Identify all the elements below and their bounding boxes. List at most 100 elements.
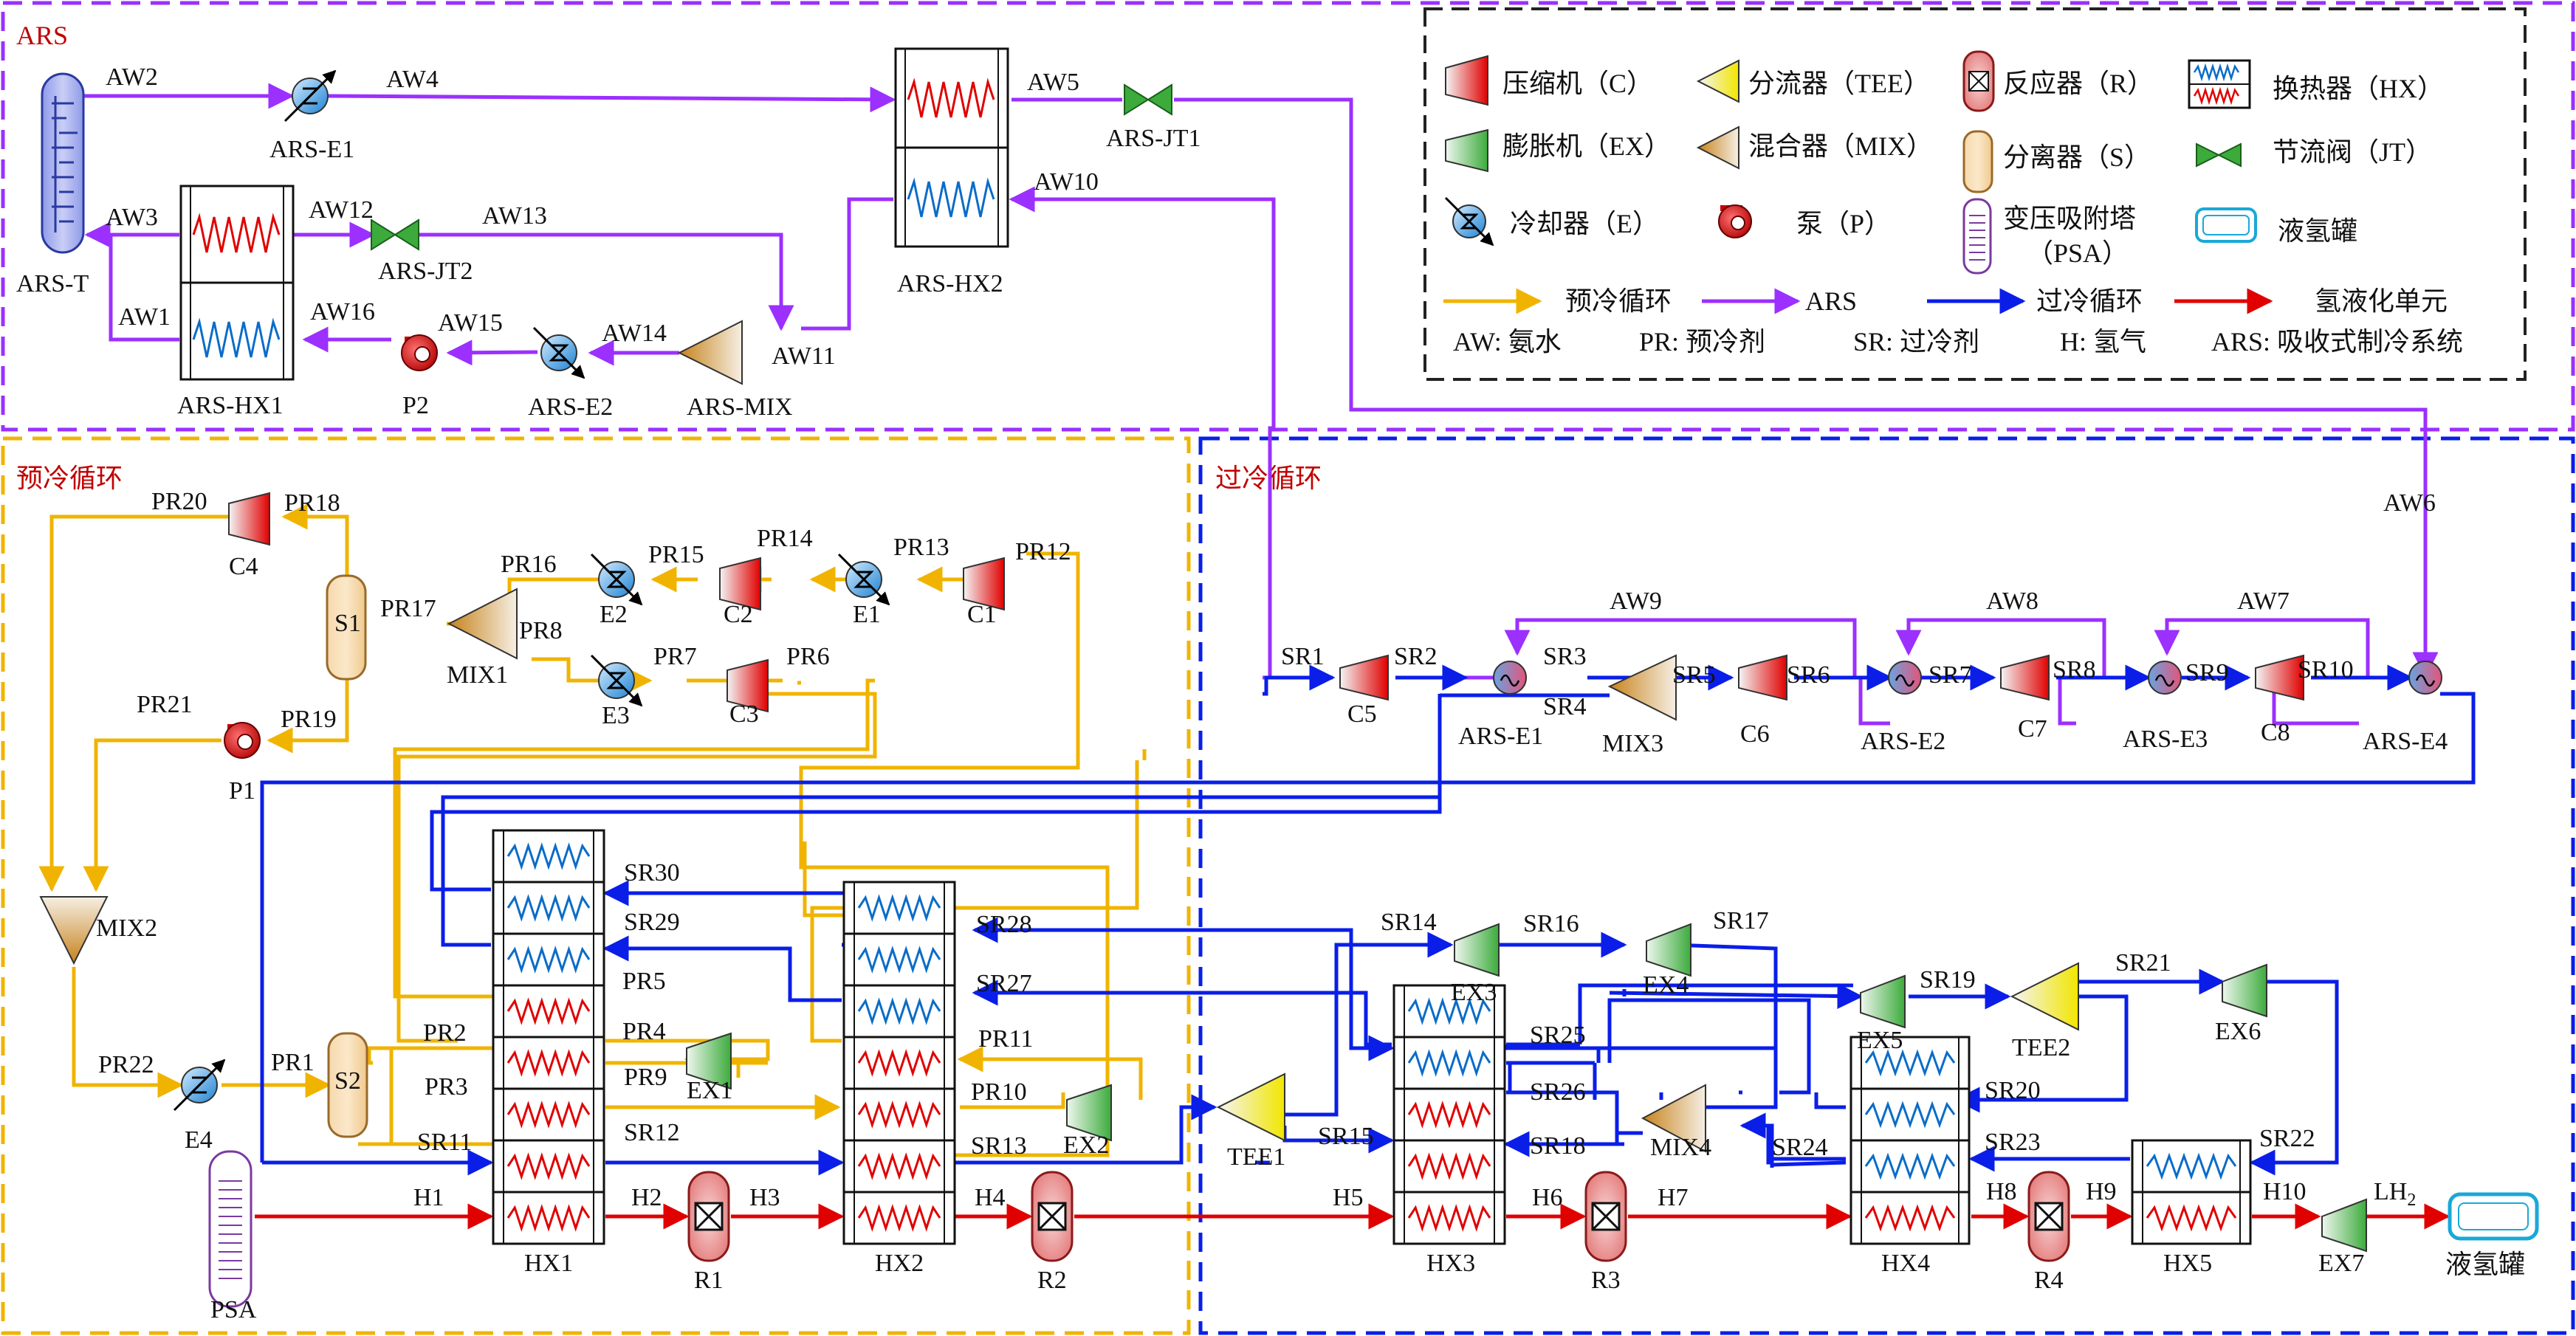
c4-body <box>228 492 270 546</box>
mix1-mixer-icon <box>447 588 518 660</box>
legend-reactor-label: 反应器（R） <box>2003 69 2154 98</box>
ars-e2-cooler-icon <box>532 326 585 379</box>
stream-pr14: PR14 <box>757 525 813 552</box>
legend-mixer-icon <box>1696 125 1739 170</box>
stream-h2: H2 <box>631 1184 662 1211</box>
legend-pump-label: 泵（P） <box>1796 209 1891 238</box>
ars-e3-evaporator-icon <box>2148 661 2182 695</box>
label-ex5: EX5 <box>1857 1027 1903 1054</box>
label-hx4: HX4 <box>1881 1250 1930 1277</box>
label-c4: C4 <box>229 553 258 580</box>
r4-reactor-icon <box>2027 1171 2070 1262</box>
label-ex7: EX7 <box>2318 1250 2364 1277</box>
stream-pr5: PR5 <box>622 968 666 995</box>
stream-aw3: AW3 <box>106 204 158 231</box>
stream-pr1: PR1 <box>271 1049 315 1076</box>
legend-compressor-icon <box>1445 55 1488 106</box>
stream-pr22: PR22 <box>98 1051 154 1078</box>
hx5-heat-exchanger <box>2131 1139 2252 1245</box>
label-ex4: EX4 <box>1643 971 1689 999</box>
tee1-splitter-icon <box>1216 1072 1285 1142</box>
label-hx1: HX1 <box>524 1250 573 1277</box>
stream-sr15: SR15 <box>1318 1123 1374 1150</box>
label-e1: E1 <box>853 601 881 628</box>
stream-labels: AW2 AW4 AW5 AW10 AW3 AW12 AW13 AW1 AW16 … <box>98 63 2436 1211</box>
stream-sr3: SR3 <box>1543 643 1587 670</box>
stream-sr11: SR11 <box>417 1129 472 1156</box>
label-mix4: MIX4 <box>1650 1134 1711 1161</box>
stream-pr12: PR12 <box>1015 538 1071 565</box>
hx1-heat-exchanger <box>492 829 605 1245</box>
label-r4: R4 <box>2034 1267 2064 1294</box>
e3-cooler-icon <box>590 654 643 707</box>
label-ars-e2: ARS-E2 <box>528 393 613 421</box>
label-c2: C2 <box>724 601 753 628</box>
label-psa: PSA <box>210 1296 257 1323</box>
legend-splitter-icon <box>1696 59 1739 103</box>
r2-reactor-icon <box>1031 1171 1074 1262</box>
stream-aw6: AW6 <box>2383 489 2436 517</box>
stream-lh2-sub: 2 <box>2407 1191 2416 1210</box>
stream-aw4: AW4 <box>386 66 439 93</box>
label-tee2: TEE2 <box>2012 1034 2070 1061</box>
ars-hx2-heat-exchanger <box>894 47 1009 248</box>
legend-compressor-label: 压缩机（C） <box>1502 69 1653 98</box>
stream-pr17: PR17 <box>380 595 436 622</box>
stream-sr22: SR22 <box>2259 1125 2315 1152</box>
label-hx3: HX3 <box>1426 1250 1475 1277</box>
stream-aw14: AW14 <box>602 320 667 347</box>
stream-pr9: PR9 <box>624 1064 667 1091</box>
legend-line-ars-label: ARS <box>1805 286 1857 316</box>
r1-reactor-icon <box>687 1171 730 1262</box>
stream-sr18: SR18 <box>1530 1132 1586 1160</box>
legend-psa-label-1: 变压吸附塔 <box>2003 204 2136 233</box>
ars-e1-cooler-icon <box>284 69 337 123</box>
ex7-expander-icon <box>2321 1198 2367 1253</box>
stream-sr27: SR27 <box>976 970 1032 997</box>
stream-aw2: AW2 <box>106 63 158 91</box>
legend-cooler-icon <box>1444 196 1494 247</box>
label-c6: C6 <box>1740 720 1770 748</box>
mix3-mixer-icon <box>1607 654 1677 721</box>
stream-lh2-main: LH <box>2374 1178 2407 1205</box>
stream-aw7: AW7 <box>2237 588 2290 615</box>
label-ars-mix: ARS-MIX <box>687 393 793 421</box>
e4-cooler-icon <box>173 1058 226 1112</box>
label-hx2: HX2 <box>875 1250 924 1277</box>
precool-region-frame <box>1 436 1191 1335</box>
legend-expander-label: 膨胀机（EX） <box>1502 131 1671 161</box>
region-title-ars: ARS <box>16 21 68 50</box>
stream-sr8: SR8 <box>2053 656 2096 684</box>
ars-mix-mixer-icon <box>677 320 743 385</box>
stream-pr13: PR13 <box>893 534 949 561</box>
stream-aw8: AW8 <box>1986 588 2039 615</box>
stream-h7: H7 <box>1658 1184 1689 1211</box>
label-p2: P2 <box>402 392 429 419</box>
stream-sr21: SR21 <box>2115 949 2171 977</box>
stream-aw11: AW11 <box>772 342 836 370</box>
psa-tower-icon <box>208 1150 253 1308</box>
stream-h1: H1 <box>413 1184 444 1211</box>
legend-line-h2-label: 氢液化单元 <box>2315 286 2448 316</box>
stream-sr25: SR25 <box>1530 1022 1586 1049</box>
label-r1: R1 <box>694 1267 724 1294</box>
label-c3: C3 <box>729 700 759 728</box>
stream-aw10: AW10 <box>1034 168 1099 196</box>
legend-abbr-h: H: 氢气 <box>2060 327 2146 357</box>
legend-abbr-aw: AW: 氨水 <box>1453 327 1562 357</box>
s2-separator-icon <box>327 1032 368 1138</box>
stream-h4: H4 <box>975 1184 1006 1211</box>
hx3-heat-exchanger <box>1392 984 1506 1245</box>
label-ars-e1b: ARS-E1 <box>1458 723 1543 750</box>
region-title-precool: 预冷循环 <box>16 464 123 493</box>
stream-sr6: SR6 <box>1787 661 1830 689</box>
legend-pump-icon <box>1718 204 1752 238</box>
stream-h10: H10 <box>2263 1178 2307 1205</box>
label-c7: C7 <box>2018 715 2047 743</box>
stream-aw16: AW16 <box>310 298 375 326</box>
mix4-mixer-icon <box>1641 1084 1706 1153</box>
c6-compressor-icon <box>1738 654 1787 701</box>
label-ars-t: ARS-T <box>16 270 89 297</box>
stream-sr17: SR17 <box>1713 907 1769 934</box>
